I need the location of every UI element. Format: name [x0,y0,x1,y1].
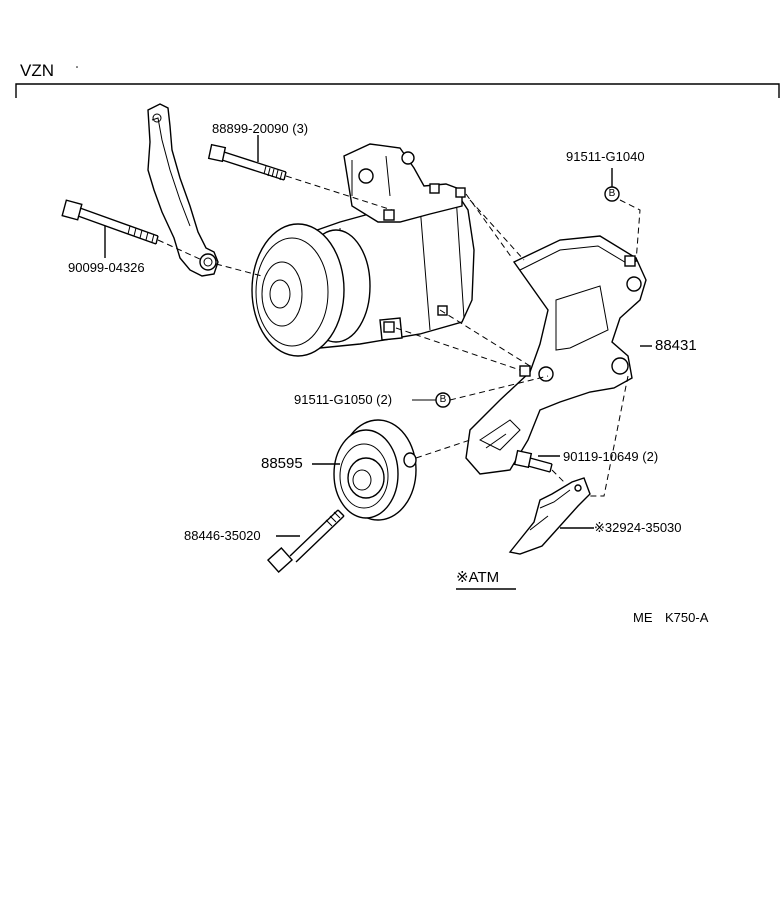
part-number-bolt-long: 90099-04326 [68,260,145,275]
header-frame [15,83,780,98]
rear-bracket [147,103,219,277]
idler-bolt [266,509,345,573]
idler-pulley [333,419,417,521]
footer-code: K750-A [665,610,709,625]
atm-note: ※ATM [456,569,500,586]
bolt-top [207,143,287,181]
footer-code-prefix: ME [633,610,653,625]
main-bracket [465,235,647,475]
part-number-bolt-b-top: 91511-G1040 [566,149,645,164]
b-marker-label-top: B [608,188,616,199]
header-dot [76,66,78,68]
part-number-atm-bracket: ※32924-35030 [594,520,682,535]
part-number-idler-pulley: 88595 [261,455,303,472]
part-number-idler-bolt: 88446-35020 [184,528,261,543]
part-number-bolt-top: 88899-20090 (3) [212,121,309,136]
assembly-lines [157,175,641,497]
compressor [251,143,475,357]
bolt-long [61,199,159,245]
part-number-bolt-b-mid: 91511-G1050 (2) [294,392,393,407]
part-number-bolt-small: 90119-10649 (2) [563,449,659,464]
atm-bracket [508,477,591,555]
part-number-bracket: 88431 [655,337,697,354]
b-marker-label-mid: B [439,394,447,405]
engine-code: VZN [20,61,54,80]
bolt-small [513,449,553,473]
